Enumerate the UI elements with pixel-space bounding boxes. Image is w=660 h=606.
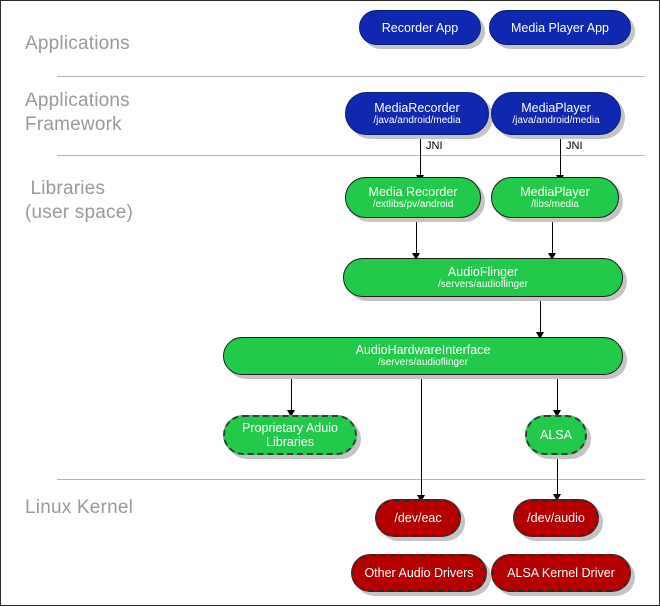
node-dev-eac-title: /dev/eac	[394, 511, 442, 525]
node-mediaplayer-native-title: MediaPlayer	[520, 184, 590, 199]
node-dev-audio[interactable]: /dev/audio	[513, 499, 599, 537]
node-audioflinger-title: AudioFlinger	[447, 264, 519, 279]
arrowhead-audioflinger-right	[548, 253, 556, 260]
edge-label-jni-player: JNI	[566, 140, 583, 152]
node-other-audio-drivers[interactable]: Other Audio Drivers	[351, 554, 487, 592]
layer-label-applications-framework: Applications Framework	[25, 90, 130, 135]
edge-mediarecorder-to-media-recorder-native	[420, 139, 421, 181]
node-mediarecorder[interactable]: MediaRecorder /java/android/media	[345, 92, 489, 135]
node-mediaplayer-subtitle: /java/android/media	[512, 114, 600, 126]
edge-audiohardwareinterface-to-dev-eac	[421, 375, 422, 499]
node-audioflinger[interactable]: AudioFlinger /servers/audioflinger	[343, 258, 623, 297]
edge-audiohardwareinterface-to-alsa	[557, 375, 558, 415]
node-recorder-app-title: Recorder App	[381, 20, 459, 35]
layer-label-libraries: Libraries (user space)	[25, 178, 133, 223]
node-media-recorder-native-title: Media Recorder	[368, 184, 458, 199]
edge-label-jni-recorder: JNI	[426, 140, 443, 152]
node-media-recorder-native-subtitle: /extlibs/pv/android	[372, 198, 454, 210]
edge-mediaplayer-native-to-audioflinger	[552, 220, 553, 258]
divider-applications	[57, 76, 645, 77]
node-audiohardwareinterface[interactable]: AudioHardwareInterface /servers/audiofli…	[223, 337, 623, 375]
arrowhead-audioflinger-left	[412, 253, 420, 260]
node-mediaplayer-native-subtitle: /libs/media	[531, 198, 579, 210]
node-alsa-kernel-driver-title: ALSA Kernel Driver	[507, 566, 615, 580]
node-alsa-title: ALSA	[540, 428, 572, 442]
node-mediaplayer[interactable]: MediaPlayer /java/android/media	[491, 92, 621, 135]
node-alsa-kernel-driver[interactable]: ALSA Kernel Driver	[491, 554, 631, 592]
node-audiohardwareinterface-title: AudioHardwareInterface	[355, 343, 491, 357]
edge-mediaplayer-to-mediaplayer-native	[560, 139, 561, 181]
layer-label-applications: Applications	[25, 33, 130, 54]
arrowhead-alsa	[553, 410, 561, 417]
arrowhead-dev-audio	[553, 494, 561, 501]
node-recorder-app[interactable]: Recorder App	[359, 10, 481, 45]
node-dev-eac[interactable]: /dev/eac	[375, 499, 461, 537]
arrowhead-proprietary-audio-libraries	[287, 410, 295, 417]
layer-label-linux-kernel: Linux Kernel	[25, 497, 134, 518]
node-mediaplayer-native[interactable]: MediaPlayer /libs/media	[491, 177, 619, 218]
node-mediarecorder-subtitle: /java/android/media	[373, 114, 461, 126]
edge-media-recorder-native-to-audioflinger	[416, 220, 417, 258]
node-proprietary-audio-libraries-title: Proprietary Aduio Libraries	[242, 421, 338, 449]
node-mediarecorder-title: MediaRecorder	[374, 100, 460, 115]
node-media-player-app[interactable]: Media Player App	[489, 10, 631, 45]
node-other-audio-drivers-title: Other Audio Drivers	[364, 566, 474, 580]
node-proprietary-audio-libraries[interactable]: Proprietary Aduio Libraries	[223, 415, 357, 455]
node-media-player-app-title: Media Player App	[511, 20, 609, 35]
arrowhead-audiohardwareinterface	[536, 332, 544, 339]
divider-applications-framework	[57, 155, 645, 156]
node-dev-audio-title: /dev/audio	[527, 511, 585, 525]
edge-alsa-to-dev-audio	[557, 458, 558, 498]
node-audiohardwareinterface-subtitle: /servers/audioflinger	[377, 357, 469, 368]
divider-linux-kernel	[57, 479, 645, 480]
edge-audioflinger-to-audiohardwareinterface	[540, 297, 541, 337]
node-audioflinger-subtitle: /servers/audioflinger	[437, 278, 529, 290]
node-mediaplayer-title: MediaPlayer	[521, 100, 591, 115]
edge-audiohardwareinterface-to-proprietary	[291, 375, 292, 415]
node-media-recorder-native[interactable]: Media Recorder /extlibs/pv/android	[345, 177, 481, 218]
node-alsa[interactable]: ALSA	[525, 415, 587, 455]
